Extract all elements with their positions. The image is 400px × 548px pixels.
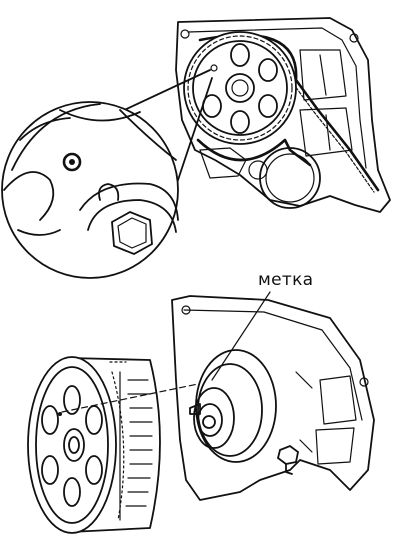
mark-leader-line [211, 291, 271, 381]
camshaft-sprocket-top [183, 31, 297, 145]
mark-label: метка [258, 270, 314, 290]
magnified-inset [1, 69, 213, 279]
engine-cover-top [175, 17, 391, 213]
camshaft-sprocket-bottom [27, 356, 161, 534]
alignment-line [61, 383, 199, 413]
engine-cover-bottom [171, 295, 375, 501]
